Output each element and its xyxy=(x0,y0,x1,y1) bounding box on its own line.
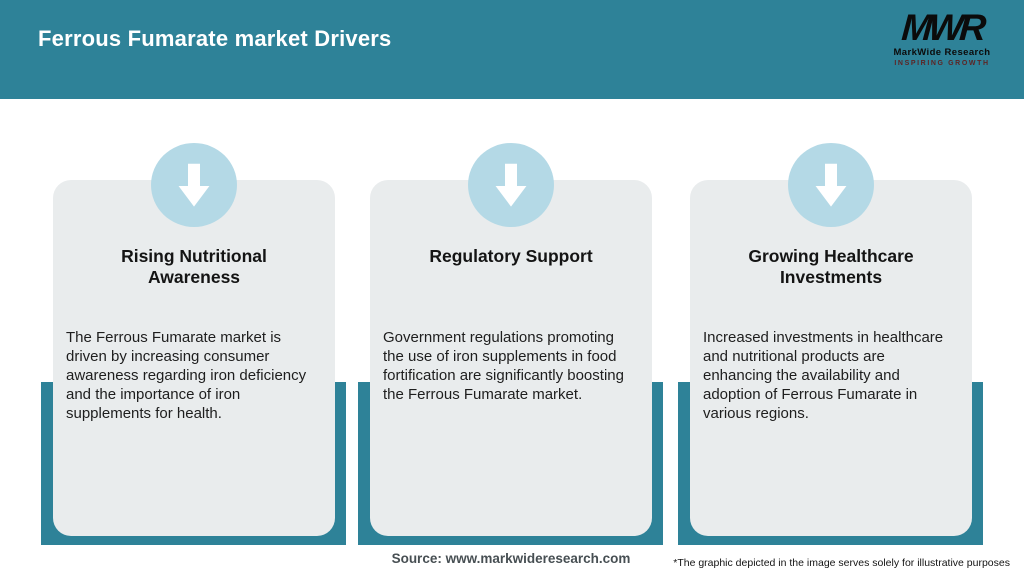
card-description: Increased investments in healthcare and … xyxy=(703,329,944,422)
card-title: Regulatory Support xyxy=(429,246,593,266)
driver-card-healthcare-investments: Growing Healthcare Investments Increased… xyxy=(678,143,983,545)
logo-tagline: INSPIRING GROWTH xyxy=(894,59,990,67)
card-surface: Regulatory Support Government regulation… xyxy=(370,143,652,536)
logo-company-name: MarkWide Research xyxy=(893,47,991,58)
card-description: Government regulations promoting the use… xyxy=(383,329,624,403)
page-title: Ferrous Fumarate market Drivers xyxy=(38,26,392,51)
card-description: The Ferrous Fumarate market is driven by… xyxy=(66,329,307,422)
card-surface: Rising Nutritional Awareness The Ferrous… xyxy=(53,143,335,536)
markwide-logo: MWR MarkWide Research INSPIRING GROWTH xyxy=(882,7,1002,67)
driver-card-nutritional-awareness: Rising Nutritional Awareness The Ferrous… xyxy=(41,143,346,545)
mwr-logo-icon: MWR xyxy=(900,7,984,48)
driver-card-regulatory-support: Regulatory Support Government regulation… xyxy=(358,143,663,545)
card-title: Rising Nutritional Awareness xyxy=(121,246,267,287)
down-arrow-icon xyxy=(788,143,874,227)
down-arrow-icon xyxy=(468,143,554,227)
card-title: Growing Healthcare Investments xyxy=(748,246,914,287)
card-surface: Growing Healthcare Investments Increased… xyxy=(690,143,972,536)
disclaimer-note: *The graphic depicted in the image serve… xyxy=(673,557,1010,569)
header-bar: Ferrous Fumarate market Drivers MWR Mark… xyxy=(0,0,1024,99)
down-arrow-icon xyxy=(151,143,237,227)
source-attribution: Source: www.markwideresearch.com xyxy=(391,551,631,566)
